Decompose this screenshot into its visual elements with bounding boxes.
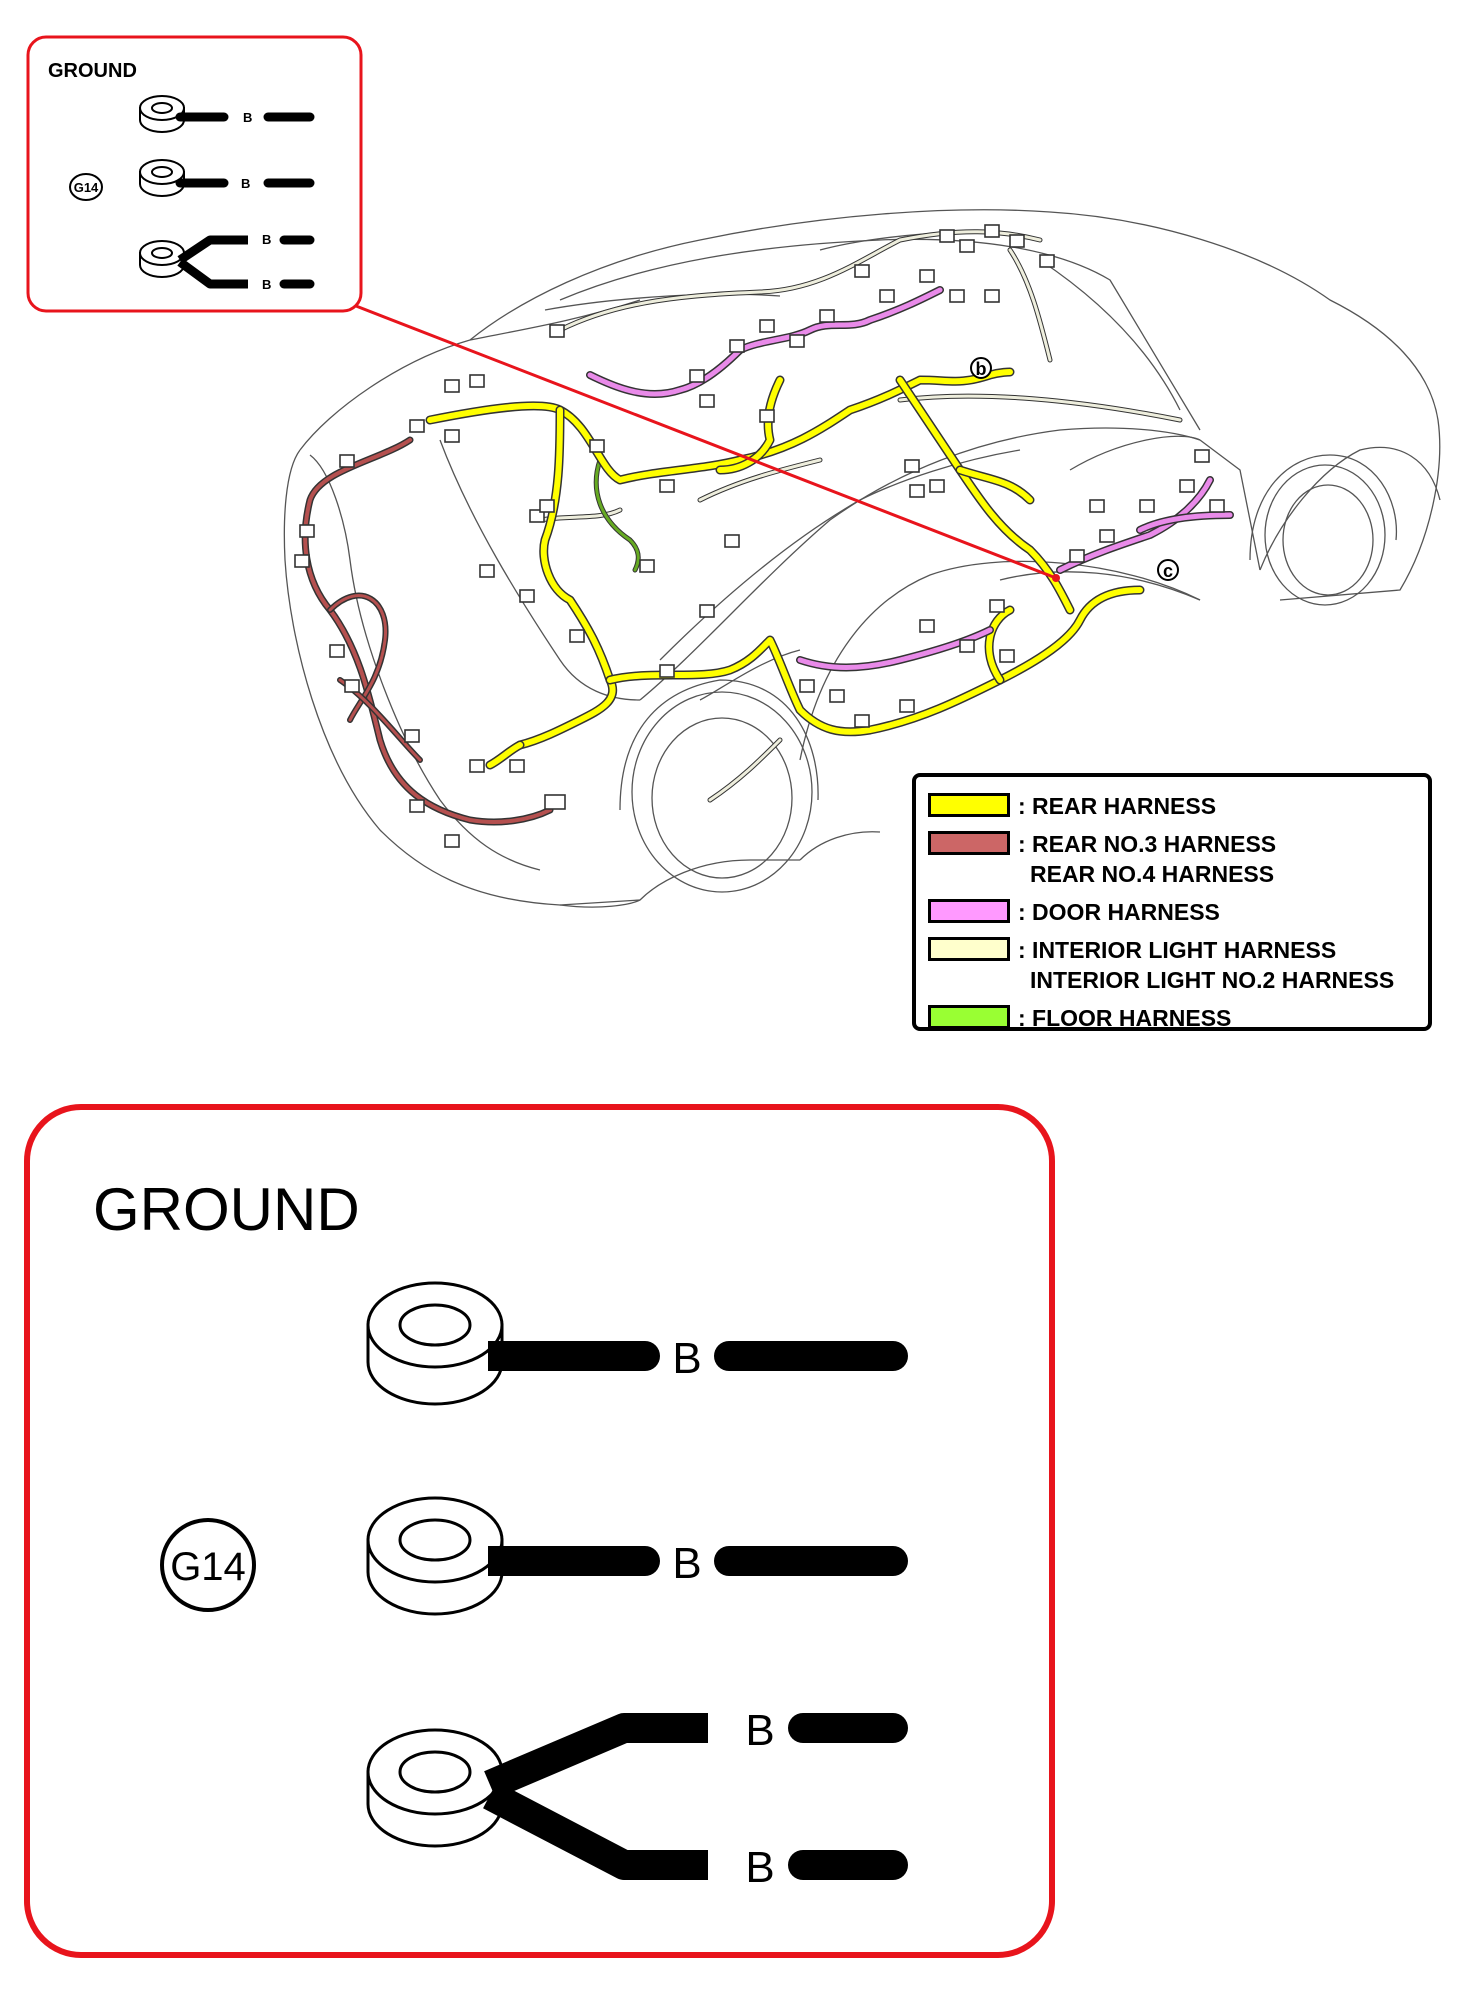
legend-label: : REAR HARNESS [1018,793,1217,819]
svg-text:b: b [976,359,987,379]
legend-label-cont: REAR NO.4 HARNESS [1030,861,1275,887]
car-body-outline [283,209,1441,908]
legend-swatch [928,1005,1010,1029]
legend-label: : REAR NO.3 HARNESS [1018,831,1277,857]
legend-swatch [928,831,1010,855]
large-terminal-3: B B [366,1706,908,1892]
legend-row-interior-light: : INTERIOR LIGHT HARNESS INTERIOR LIGHT … [928,935,1428,995]
legend-label: : INTERIOR LIGHT HARNESS [1018,937,1337,963]
svg-text:B: B [745,1706,774,1755]
legend-row-rear: : REAR HARNESS [928,791,1428,821]
callout-c: c [1157,559,1179,581]
large-terminal-1: B [366,1281,908,1406]
small-ground-box: GROUND G14 B B [26,35,363,313]
ground-point [1052,574,1060,582]
ground-leader-line [355,304,1057,580]
wheel-rear [619,679,819,893]
small-connector-id: G14 [74,180,99,195]
legend-swatch [928,793,1010,817]
small-ground-title: GROUND [48,60,137,82]
svg-text:B: B [672,1539,701,1588]
large-ground-title: GROUND [93,1176,360,1243]
large-terminal-2: B [366,1496,908,1616]
svg-text:B: B [745,1843,774,1892]
legend-row-rear-no3-no4: : REAR NO.3 HARNESS REAR NO.4 HARNESS [928,829,1428,889]
svg-text:c: c [1163,561,1173,581]
small-terminal-1: B [139,95,315,133]
interior-light-harness [537,229,1183,803]
harness-legend: : REAR HARNESS : REAR NO.3 HARNESS REAR … [912,773,1432,1031]
legend-label: : FLOOR HARNESS [1018,1005,1232,1031]
callout-b: b [970,357,992,379]
legend-row-floor: : FLOOR HARNESS [928,1003,1428,1033]
small-terminal-2: B [139,159,315,197]
large-connector-id: G14 [170,1545,246,1589]
wheel-front [1249,454,1398,606]
legend-row-door: : DOOR HARNESS [928,897,1428,927]
small-terminal-3: B B [139,232,315,292]
floor-harness [593,457,641,573]
svg-text:B: B [672,1334,701,1383]
legend-label: : DOOR HARNESS [1018,899,1220,925]
legend-swatch [928,899,1010,923]
svg-text:B: B [262,277,271,292]
large-ground-box: GROUND G14 B B [24,1104,1055,1958]
svg-text:B: B [241,176,250,191]
legend-swatch [928,937,1010,961]
legend-label-cont: INTERIOR LIGHT NO.2 HARNESS [1030,967,1395,993]
svg-text:B: B [262,232,271,247]
svg-text:B: B [243,110,252,125]
connector-boxes [294,224,1225,848]
